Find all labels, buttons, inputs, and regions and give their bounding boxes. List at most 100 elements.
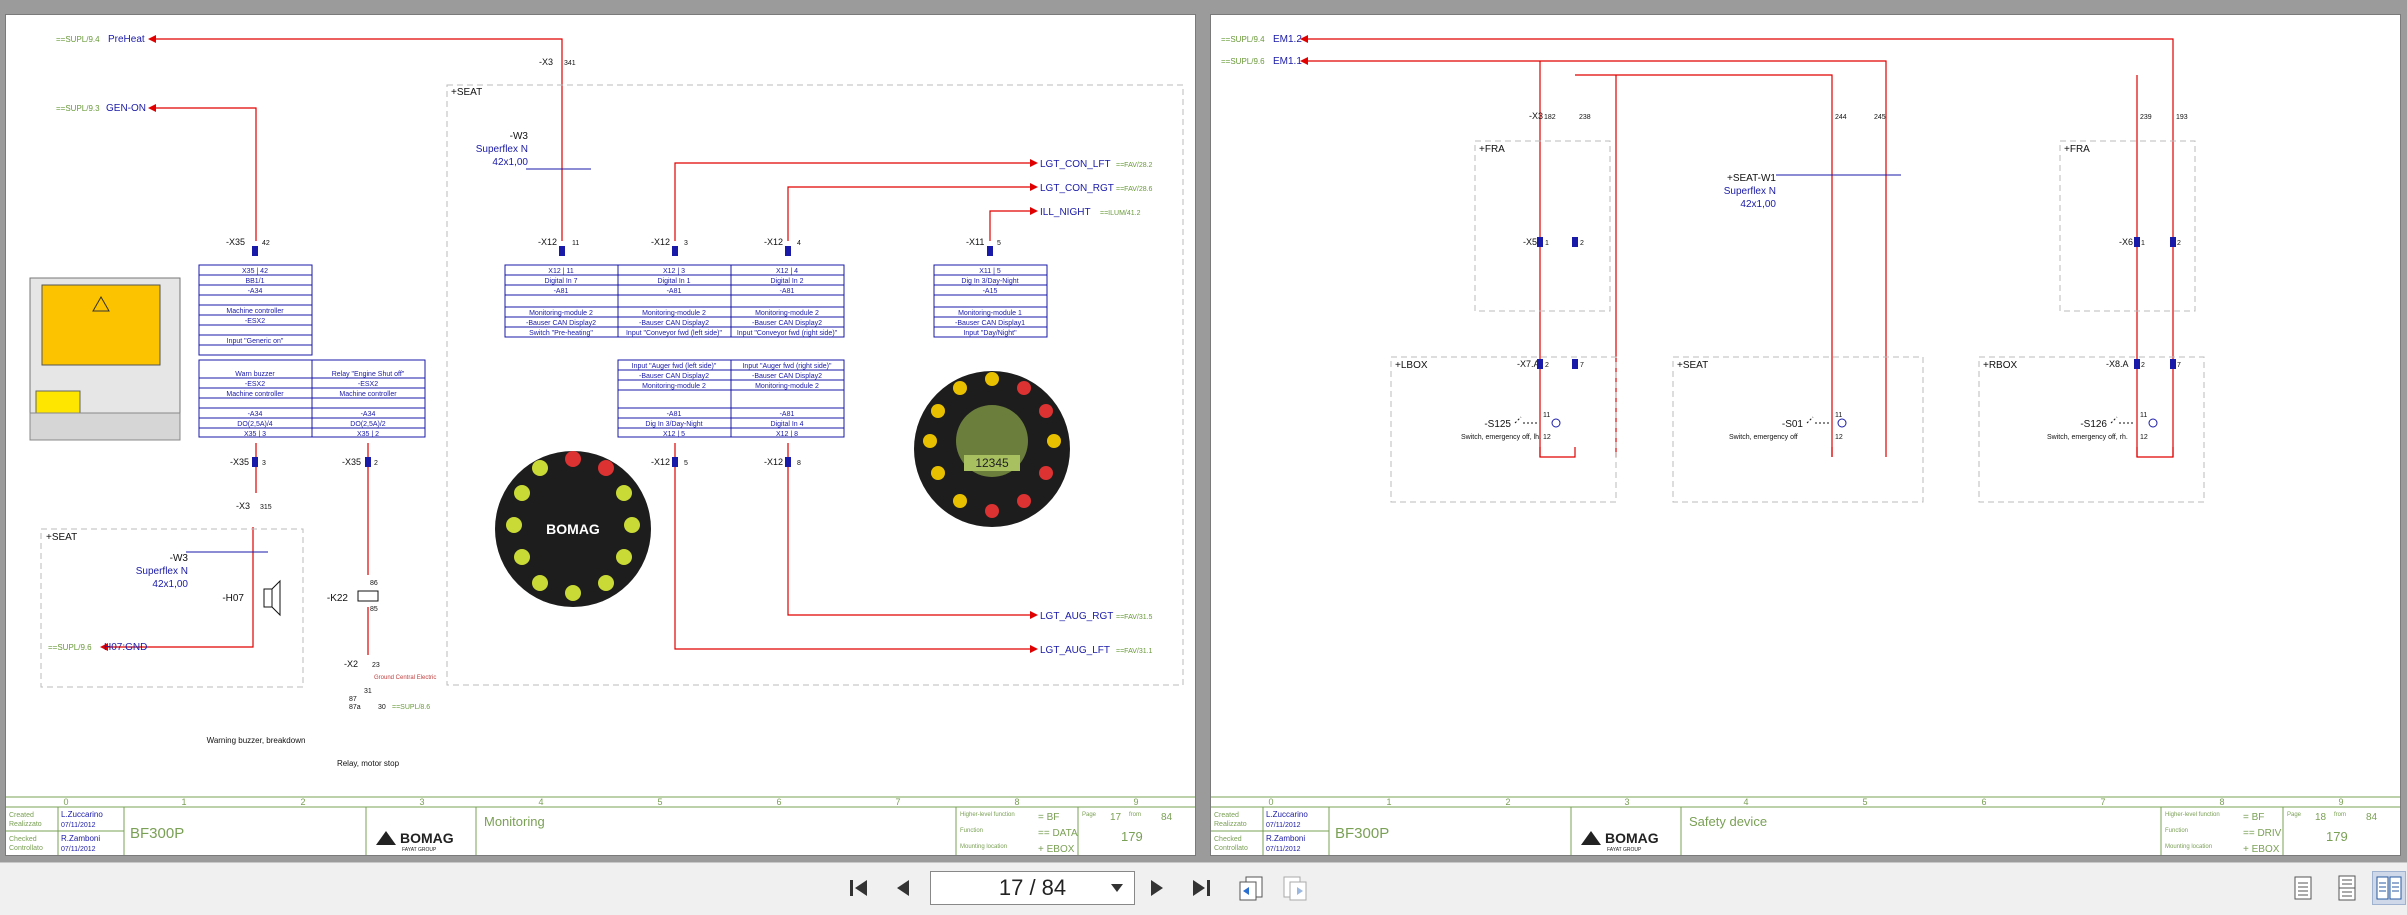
x2-label: -X2 (344, 659, 358, 669)
checked-label-it: Controllato (1214, 845, 1248, 852)
continuous-view-button[interactable] (2330, 871, 2364, 905)
created-label-it: Realizzato (9, 821, 42, 828)
module-row: Digital In 1 (657, 278, 690, 285)
output-ref[interactable]: ==FAV/28.6 (1116, 186, 1153, 193)
function-label: Function (2165, 828, 2188, 834)
emergency-stop-icon (1551, 418, 1561, 428)
history-back-icon (1239, 876, 1263, 901)
em12-source-ref: ==SUPL/9.4 (1221, 35, 1265, 44)
module-row: -A81 (554, 288, 569, 295)
s126-pin12: 12 (2140, 434, 2148, 441)
chevron-down-icon (1111, 884, 1123, 892)
output-label[interactable]: LGT_AUG_LFT (1040, 645, 1110, 656)
column-index: 1 (181, 797, 186, 807)
x7a-terminal (1572, 359, 1578, 369)
output-label[interactable]: ILL_NIGHT (1040, 207, 1091, 218)
next-page-button[interactable] (1140, 871, 1174, 905)
x3-pin: 238 (1579, 114, 1591, 121)
checked-by: R.Zamboni (1266, 834, 1305, 843)
k22-pin86: 86 (370, 580, 378, 587)
x6-label: -X6 (2119, 237, 2133, 247)
module-row: Monitoring-module 2 (755, 383, 819, 390)
first-page-icon (850, 880, 867, 896)
s125-label: -S125 (1484, 419, 1511, 430)
sheet-title: Monitoring (484, 814, 545, 829)
relay-row: Machine controller (339, 391, 397, 398)
output-label[interactable]: LGT_CON_LFT (1040, 159, 1111, 170)
x8a-pin: 2 (2141, 362, 2145, 369)
x35-terminal-c (365, 457, 371, 467)
output-label[interactable]: LGT_CON_RGT (1040, 183, 1114, 194)
x3-pin: 341 (564, 60, 576, 67)
gnd-label: H07:GND (104, 642, 147, 653)
s125-switch: -S125 Switch, emergency off, lh. 11 12 (1461, 412, 1561, 441)
column-index: 8 (1014, 797, 1019, 807)
x3-pin: 182 (1544, 114, 1556, 121)
checked-by: R.Zamboni (61, 834, 100, 843)
s01-label: -S01 (1782, 419, 1804, 430)
function-label: Mounting location (960, 844, 1007, 850)
history-back-button[interactable] (1234, 871, 1268, 905)
last-page-icon (1193, 880, 1210, 896)
x6-pin: 2 (2177, 240, 2181, 247)
checked-label: Checked (9, 836, 37, 843)
output-ref[interactable]: ==FAV/31.1 (1116, 648, 1153, 655)
s01-pin11: 11 (1835, 412, 1842, 419)
module-row: Digital In 7 (544, 278, 577, 285)
lbox-label: +LBOX (1395, 360, 1428, 371)
schematic-page-monitoring: ==SUPL/9.4 PreHeat ==SUPL/9.3 GEN-ON ==S… (5, 14, 1196, 856)
created-by: L.Zuccarino (61, 810, 103, 819)
page-indicator: 17 / 84 (998, 875, 1067, 900)
seat-box (40, 528, 304, 688)
created-label: Created (9, 812, 34, 819)
em11-source-ref: ==SUPL/9.6 (1221, 57, 1265, 66)
viewer-toolbar: 17 / 84 (0, 862, 2407, 915)
previous-page-icon (897, 880, 909, 896)
preheat-label: PreHeat (108, 34, 145, 45)
page-selector[interactable]: 17 / 84 (930, 871, 1135, 905)
x35-row: X35 | 42 (242, 268, 268, 275)
cable-size: 42x1,00 (492, 157, 528, 168)
output-label[interactable]: LGT_AUG_RGT (1040, 611, 1113, 622)
single-page-view-button[interactable] (2286, 871, 2320, 905)
last-page-button[interactable] (1184, 871, 1218, 905)
x8a-pin: 7 (2177, 362, 2181, 369)
ground-note: Ground Central Electric (374, 675, 436, 681)
seat-cable-name: -W3 (170, 553, 189, 564)
module-row: -A81 (780, 411, 795, 418)
module-row: X12 | 4 (776, 268, 798, 275)
x35-pin: 42 (262, 240, 270, 247)
two-page-view-button[interactable] (2372, 871, 2406, 905)
s126-pin11: 11 (2140, 412, 2147, 419)
horn-icon (263, 579, 281, 617)
caption-relay: Relay, motor stop (337, 759, 400, 768)
x3-label: -X3 (1529, 111, 1543, 121)
column-index: 9 (2338, 797, 2343, 807)
created-date: 07/11/2012 (61, 822, 96, 829)
module-row: -A81 (667, 411, 682, 418)
arrow-heads (1300, 35, 1308, 65)
module-row: Input "Auger fwd (right side)" (742, 363, 832, 370)
x5-terminal (1572, 237, 1578, 247)
warn-row: X35 | 3 (244, 431, 266, 438)
output-ref[interactable]: ==ILUM/41.2 (1100, 210, 1141, 217)
history-forward-button[interactable] (1278, 871, 1312, 905)
relay-coil-icon (357, 590, 379, 602)
output-ref[interactable]: ==FAV/28.2 (1116, 162, 1153, 169)
two-page-icon (2376, 876, 2402, 900)
output-ref[interactable]: ==FAV/31.5 (1116, 614, 1153, 621)
first-page-button[interactable] (842, 871, 876, 905)
fra-left-zone (1474, 140, 1611, 312)
x35-pin-b3: 3 (262, 460, 266, 467)
previous-page-button[interactable] (886, 871, 920, 905)
relay-row: -ESX2 (358, 381, 378, 388)
function-value: = BF (1038, 812, 1059, 823)
preheat-source-ref: ==SUPL/9.4 (56, 35, 100, 44)
title-block: 0 1 2 3 4 5 6 7 8 9 Created Realizzato C… (6, 796, 1195, 855)
module-row: -A81 (780, 288, 795, 295)
x35-label-c: -X35 (342, 457, 361, 467)
s01-pin12: 12 (1835, 434, 1843, 441)
x12-pin: 5 (684, 460, 688, 467)
warn-row: Machine controller (226, 391, 284, 398)
function-label: Higher-level function (2165, 812, 2220, 818)
